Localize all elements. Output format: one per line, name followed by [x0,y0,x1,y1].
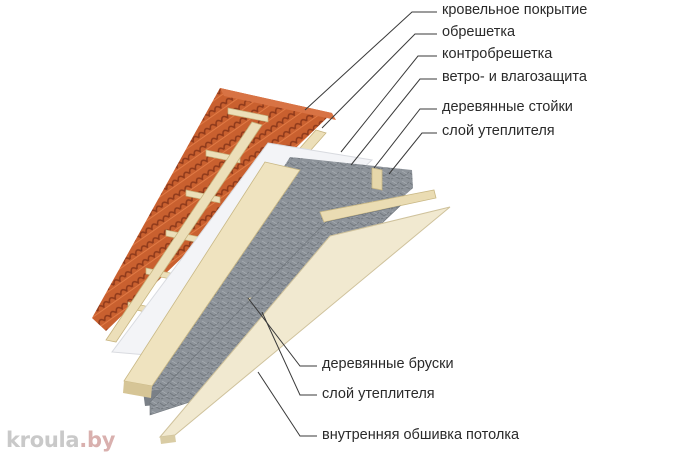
leader-wind-moisture [350,78,437,166]
wooden-bar [319,189,437,223]
ceiling-lining-layer [158,206,451,444]
batten-strip [227,107,269,123]
ceiling-lining-edge [160,435,176,444]
label-roof-covering: кровельное покрытие [442,2,588,18]
wooden-posts-layer [123,161,383,398]
watermark-domain: .by [79,428,116,452]
watermark-logo: kroula.by [6,428,115,452]
leader-insulation-top [388,132,437,175]
leader-counter-battens [340,55,437,153]
leader-ceiling-lining [257,371,317,437]
watermark-name: kroula [6,428,80,452]
roof-tiles-top-edge [220,88,336,120]
label-insulation-bottom: слой утеплителя [322,386,435,402]
wooden-post-side [123,381,152,398]
label-wooden-posts: деревянные стойки [442,99,573,115]
counter-batten [105,121,263,343]
leader-roof-covering [304,11,437,111]
label-wind-moisture: ветро- и влагозащита [442,69,587,85]
leader-wooden-bars [247,297,317,367]
label-ceiling-lining: внутренняя обшивка потолка [322,427,520,443]
leader-wooden-posts [373,108,437,169]
leader-battens [321,33,437,129]
leader-insulation-bottom [261,311,317,396]
label-battens: обрешетка [442,24,516,40]
wooden-post [371,167,383,191]
leader-lines [247,11,437,437]
label-wooden-bars: деревянные бруски [322,356,454,372]
label-insulation-top: слой утеплителя [442,123,555,139]
label-counter-battens: контробрешетка [442,46,553,62]
